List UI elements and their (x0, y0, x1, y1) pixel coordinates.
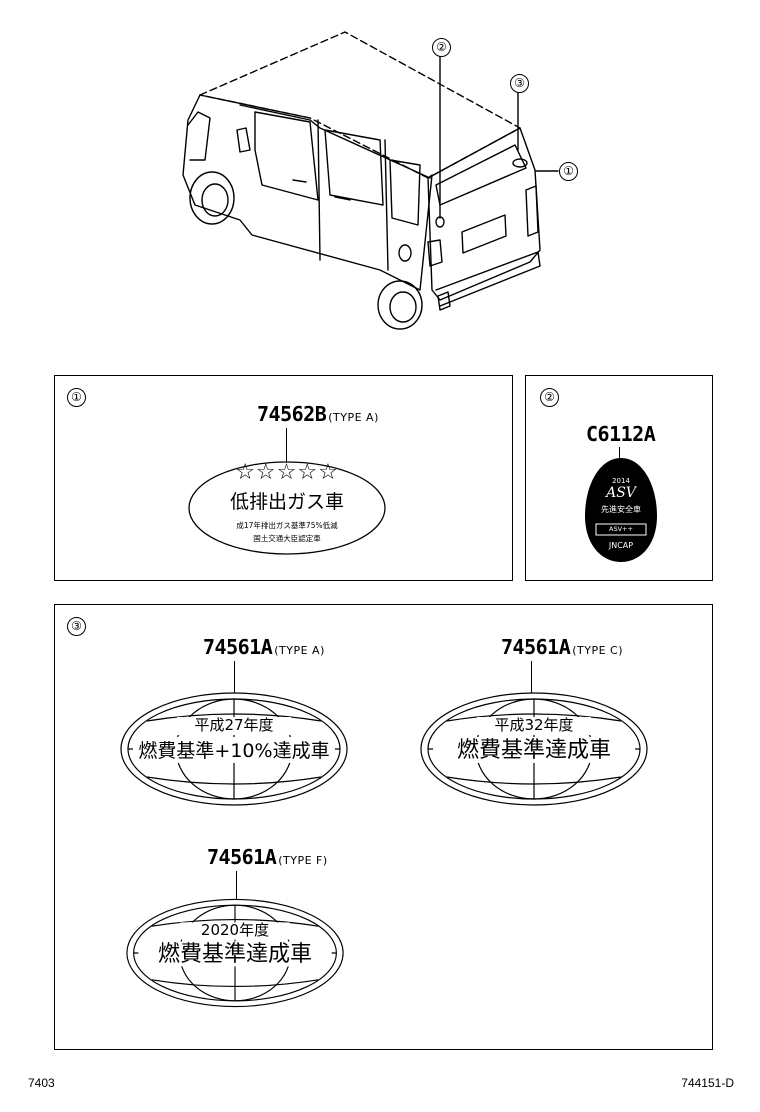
callout-3-vehicle: ③ (510, 74, 529, 93)
asv-line-3: JNCAP (608, 541, 634, 550)
fuel-economy-label-type-f (126, 898, 344, 1008)
footer-page-code: 7403 (28, 1076, 55, 1090)
asv-label (585, 458, 657, 562)
leader-line (234, 661, 235, 697)
sub-line-2: 国土交通大臣認定車 (253, 534, 321, 543)
part-number-74562B: 74562B(TYPE A) (257, 402, 379, 426)
fuel-economy-label-type-c (420, 692, 648, 806)
callout-2: ② (540, 388, 559, 407)
asv-year: 2014 (612, 477, 630, 485)
asv-logo: ASV (606, 485, 636, 501)
leader-line (531, 661, 532, 697)
type-label: (TYPE F) (278, 854, 328, 867)
low-emission-label (188, 461, 386, 555)
part-number-C6112A: C6112A (586, 422, 656, 446)
footer-figure-code: 744151-D (681, 1076, 734, 1090)
top-text: 平成32年度 (494, 716, 574, 734)
leader-line (619, 447, 620, 461)
main-text: 燃費基準+10%達成車 (138, 740, 330, 762)
part-number: 74561A (501, 635, 571, 659)
part-number: 74561A (203, 635, 273, 659)
part-number-74561A-type-c: 74561A(TYPE C) (501, 635, 623, 659)
callout-2-vehicle: ② (432, 38, 451, 57)
type-label: (TYPE C) (572, 644, 624, 657)
type-label: (TYPE A) (328, 411, 379, 424)
panel-1: ① 74562B(TYPE A) ☆☆☆☆☆ 低排出ガス車 成17年排出ガス基準… (54, 375, 513, 581)
asv-line-2: ASV++ (609, 525, 633, 533)
callout-1: ① (67, 388, 86, 407)
vehicle-illustration (182, 31, 559, 330)
stars: ☆☆☆☆☆ (235, 460, 339, 485)
part-number: 74562B (257, 402, 327, 426)
leader-line (236, 871, 237, 903)
type-label: (TYPE A) (274, 644, 325, 657)
part-number-74561A-type-f: 74561A(TYPE F) (207, 845, 328, 869)
top-text: 平成27年度 (194, 716, 274, 734)
callout-1-vehicle: ① (559, 162, 578, 181)
leader-line (286, 428, 287, 466)
low-emission-text: 低排出ガス車 (229, 491, 344, 513)
part-number: C6112A (586, 422, 656, 446)
fuel-economy-label-type-a (120, 692, 348, 806)
part-number-74561A-type-a: 74561A(TYPE A) (203, 635, 325, 659)
callout-3: ③ (67, 617, 86, 636)
sub-line-1: 成17年排出ガス基準75%低減 (236, 521, 338, 530)
panel-2: ② C6112A 2014 ASV 先進安全車 ASV++ JNCAP (525, 375, 713, 581)
part-number: 74561A (207, 845, 277, 869)
main-text: 燃費基準達成車 (456, 738, 611, 763)
asv-line-1: 先進安全車 (601, 505, 641, 514)
main-text: 燃費基準達成車 (157, 942, 312, 967)
top-text: 2020年度 (200, 921, 270, 939)
panel-3: ③ 74561A(TYPE A) 平成27年度 燃費基準+10%達成車 7456… (54, 604, 713, 1050)
